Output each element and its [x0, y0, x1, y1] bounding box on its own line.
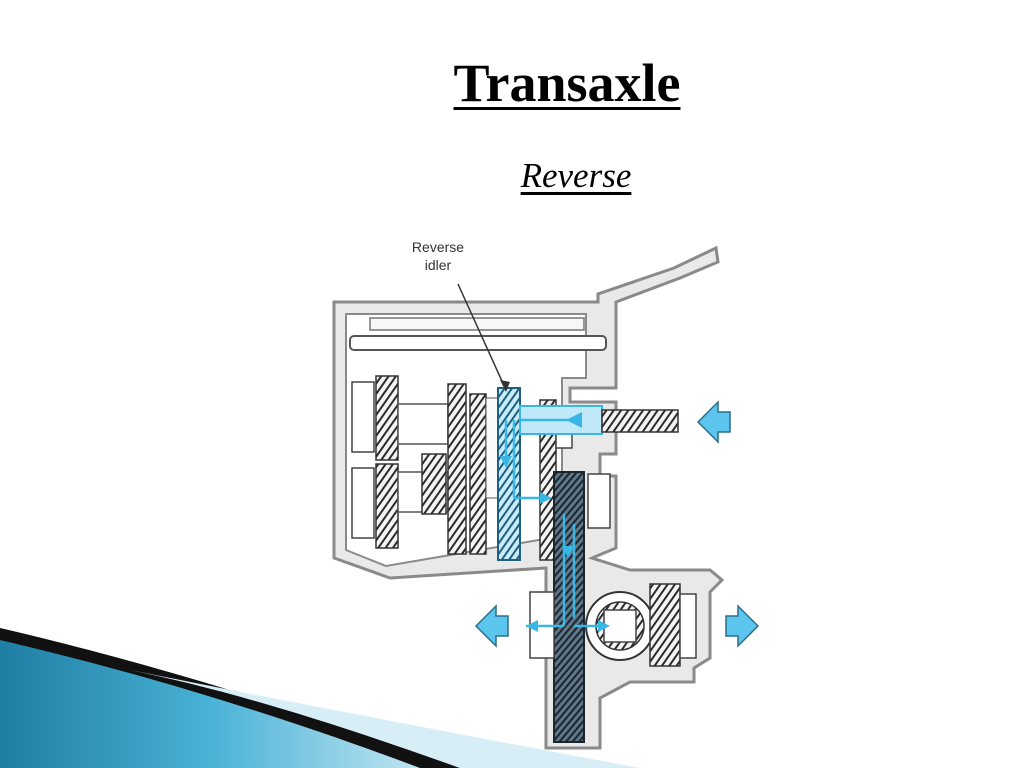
callout-leader: [457, 283, 507, 391]
slide-subtitle: Reverse: [520, 156, 632, 195]
arrow-right-icon: [725, 604, 760, 648]
gear-cluster-middle: [447, 383, 499, 555]
reverse-idler-gear: [497, 387, 521, 561]
corner-swoosh-dark: [0, 628, 460, 768]
upper-shaft: [349, 317, 607, 351]
flow-arrow-icon: [500, 412, 610, 632]
corner-swoosh-blue: [0, 633, 420, 768]
corner-swoosh-decoration: [0, 628, 640, 768]
callout-line-2: idler: [424, 257, 452, 273]
transaxle-diagram: [332, 245, 760, 750]
callout-line-1: Reverse: [411, 239, 465, 255]
reverse-idler-callout: Reverse idler: [408, 238, 468, 274]
slide-title: Transaxle: [453, 53, 681, 113]
final-drive-gear: [553, 471, 611, 743]
callout-arrowhead: [500, 380, 510, 392]
arrow-left-icon: [474, 604, 509, 648]
gear-cluster-left: [351, 375, 449, 549]
arrow-left-icon: [696, 400, 731, 444]
